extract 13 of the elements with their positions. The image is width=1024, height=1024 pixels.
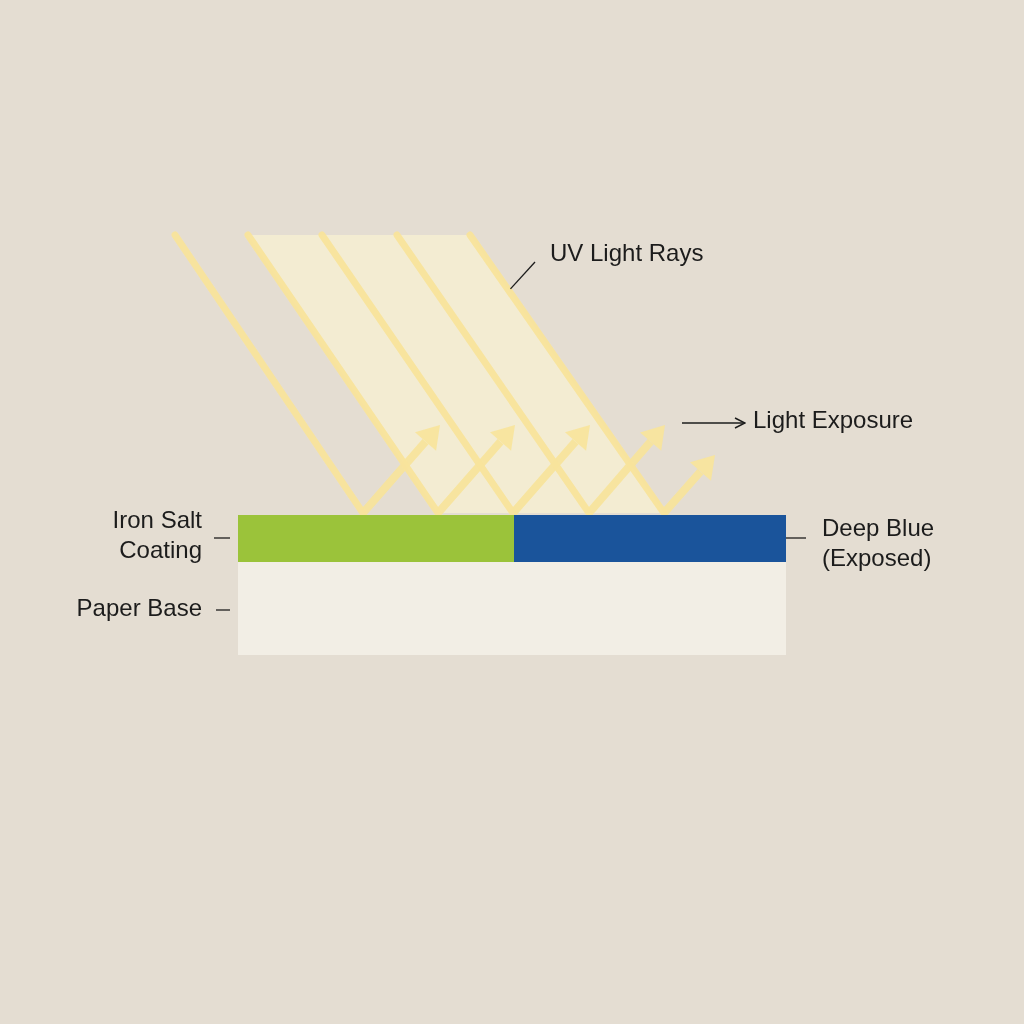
leader-line bbox=[785, 537, 807, 539]
ray-label: UV Light Rays bbox=[550, 238, 705, 268]
leader-line bbox=[215, 609, 231, 611]
exposure-label: Light Exposure bbox=[753, 405, 915, 435]
exposed-label: Deep Blue (Exposed) bbox=[822, 513, 936, 573]
coating-label: Iron Salt Coating bbox=[111, 505, 202, 565]
leader-line bbox=[213, 537, 231, 539]
exposed-layer bbox=[514, 515, 786, 562]
leader-line bbox=[509, 261, 536, 290]
paper-label: Paper Base bbox=[75, 593, 202, 623]
paper-base bbox=[238, 562, 786, 655]
arrow bbox=[681, 417, 746, 429]
coating-layer bbox=[238, 515, 514, 562]
